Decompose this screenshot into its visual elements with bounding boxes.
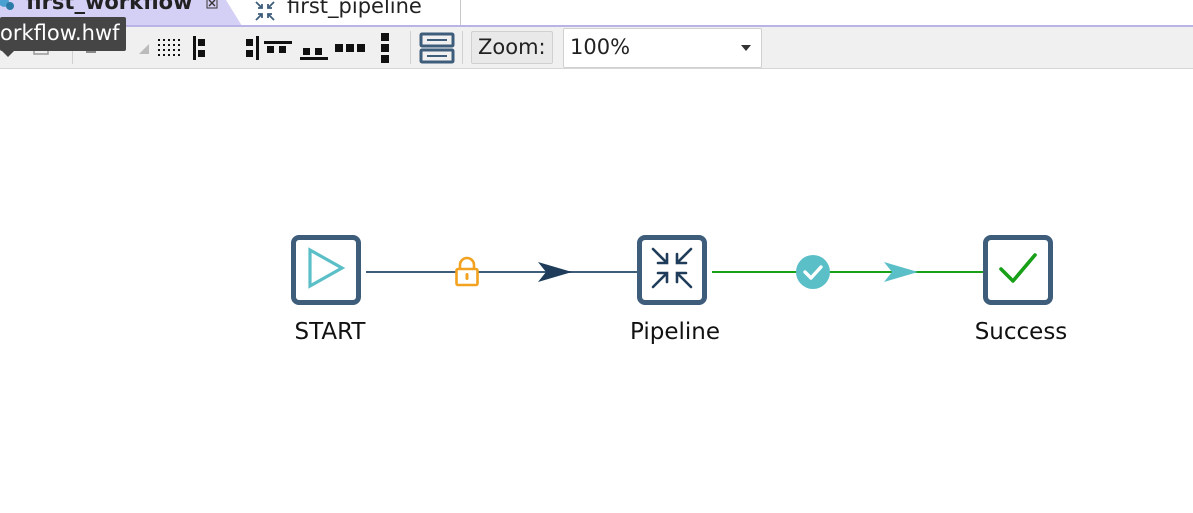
align-left-icon[interactable]: [188, 27, 212, 68]
arrow-head: [538, 262, 572, 282]
node-label-start: START: [294, 319, 366, 345]
chevron-down-icon[interactable]: [741, 45, 751, 51]
lock-icon[interactable]: [455, 256, 479, 287]
layout-icon[interactable]: [416, 27, 458, 68]
zoom-value[interactable]: 100%: [570, 35, 631, 59]
node-label-pipeline: Pipeline: [629, 319, 720, 345]
tab-label: first_workflow: [26, 0, 193, 14]
tab-bar: first_workflow first_pipeline: [0, 0, 1193, 27]
distribute-vertical-icon[interactable]: [372, 27, 398, 68]
success-check-icon[interactable]: [796, 255, 830, 289]
arrow-head: [884, 262, 918, 282]
snap-to-grid-icon[interactable]: [154, 27, 186, 68]
align-bottom-icon[interactable]: [298, 27, 330, 68]
tab-first-pipeline[interactable]: first_pipeline: [244, 0, 461, 25]
tab-bar-divider: [0, 25, 1193, 27]
workflow-canvas[interactable]: START Pipeline Success: [0, 69, 1193, 513]
zoom-label: Zoom:: [471, 31, 553, 64]
align-right-icon[interactable]: [240, 27, 264, 68]
distribute-horizontal-icon[interactable]: [332, 27, 368, 68]
checkmark-icon: [996, 246, 1040, 294]
play-icon: [304, 246, 348, 294]
pipeline-icon: [254, 0, 276, 26]
toolbar-separator: [462, 31, 463, 64]
tooltip: orkflow.hwf: [0, 17, 126, 51]
node-pipeline[interactable]: [637, 235, 707, 305]
node-success[interactable]: [983, 235, 1053, 305]
pipeline-icon: [648, 244, 696, 296]
node-label-success: Success: [974, 319, 1068, 345]
tab-label: first_pipeline: [287, 0, 422, 18]
hop-pipeline-to-success[interactable]: [712, 262, 983, 282]
workflow-icon: [0, 0, 18, 20]
toolbar: Zoom: 100%: [0, 27, 1193, 69]
tooltip-text: orkflow.hwf: [0, 21, 120, 45]
node-start[interactable]: [291, 235, 361, 305]
align-top-icon[interactable]: [262, 27, 294, 68]
tooltip-pointer: [2, 51, 14, 57]
preview-button[interactable]: [132, 27, 154, 68]
toolbar-separator: [410, 31, 411, 64]
hop-start-to-pipeline[interactable]: [366, 262, 637, 282]
close-icon[interactable]: [206, 0, 218, 12]
hops-layer: [366, 255, 983, 289]
zoom-select[interactable]: 100%: [563, 28, 762, 68]
